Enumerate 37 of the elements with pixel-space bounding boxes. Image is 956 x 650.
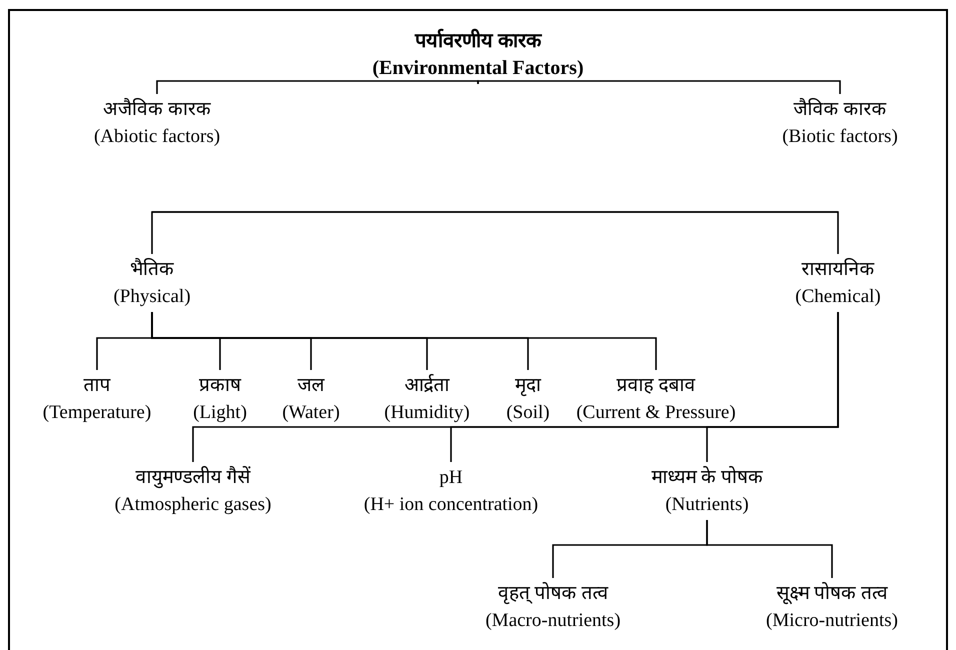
node-label: (Environmental Factors) (372, 56, 584, 81)
node-label: ताप (84, 374, 110, 398)
node-label: भैतिक (130, 257, 174, 282)
node-label: (Biotic factors) (782, 125, 898, 149)
node-label: (Micro-nutrients) (766, 609, 898, 633)
node-label: सूक्ष्म पोषक तत्व (776, 581, 888, 606)
node-label: (H+ ion concentration) (364, 493, 538, 517)
connector-line (706, 520, 833, 578)
node-label: प्रकाष (199, 374, 241, 398)
connector-line (706, 312, 839, 462)
connector-line (477, 80, 841, 94)
node-label: (Nutrients) (665, 493, 749, 517)
node-label: (Humidity) (384, 401, 470, 425)
node-label: माध्यम के पोषक (651, 465, 763, 490)
node-label: (Atmospheric gases) (114, 493, 272, 517)
node-label: (Water) (282, 401, 340, 425)
node-label: (Chemical) (795, 285, 881, 309)
node-label: (Current & Pressure) (576, 401, 736, 425)
connector-line (151, 312, 657, 370)
node-label: जल (298, 374, 324, 398)
node-label: (Physical) (113, 285, 191, 309)
node-label: (Macro-nutrients) (485, 609, 621, 633)
node-label: pH (439, 466, 463, 490)
node-label: (Temperature) (42, 401, 152, 425)
node-label: वायुमण्डलीय गैसें (136, 465, 250, 490)
node-label: प्रवाह दबाव (616, 374, 696, 398)
connector-line (156, 80, 479, 94)
node-label: (Abiotic factors) (94, 125, 220, 149)
node-label: पर्यावरणीय कारक (415, 28, 541, 54)
node-label: (Soil) (506, 401, 550, 425)
node-label: रासायनिक (802, 257, 874, 282)
node-label: वृहत् पोषक तत्व (498, 581, 608, 606)
node-label: मृदा (515, 374, 541, 398)
node-label: (Light) (193, 401, 247, 425)
node-label: अजैविक कारक (103, 97, 211, 122)
node-label: आर्द्रता (404, 373, 450, 398)
node-label: जैविक कारक (794, 97, 886, 122)
